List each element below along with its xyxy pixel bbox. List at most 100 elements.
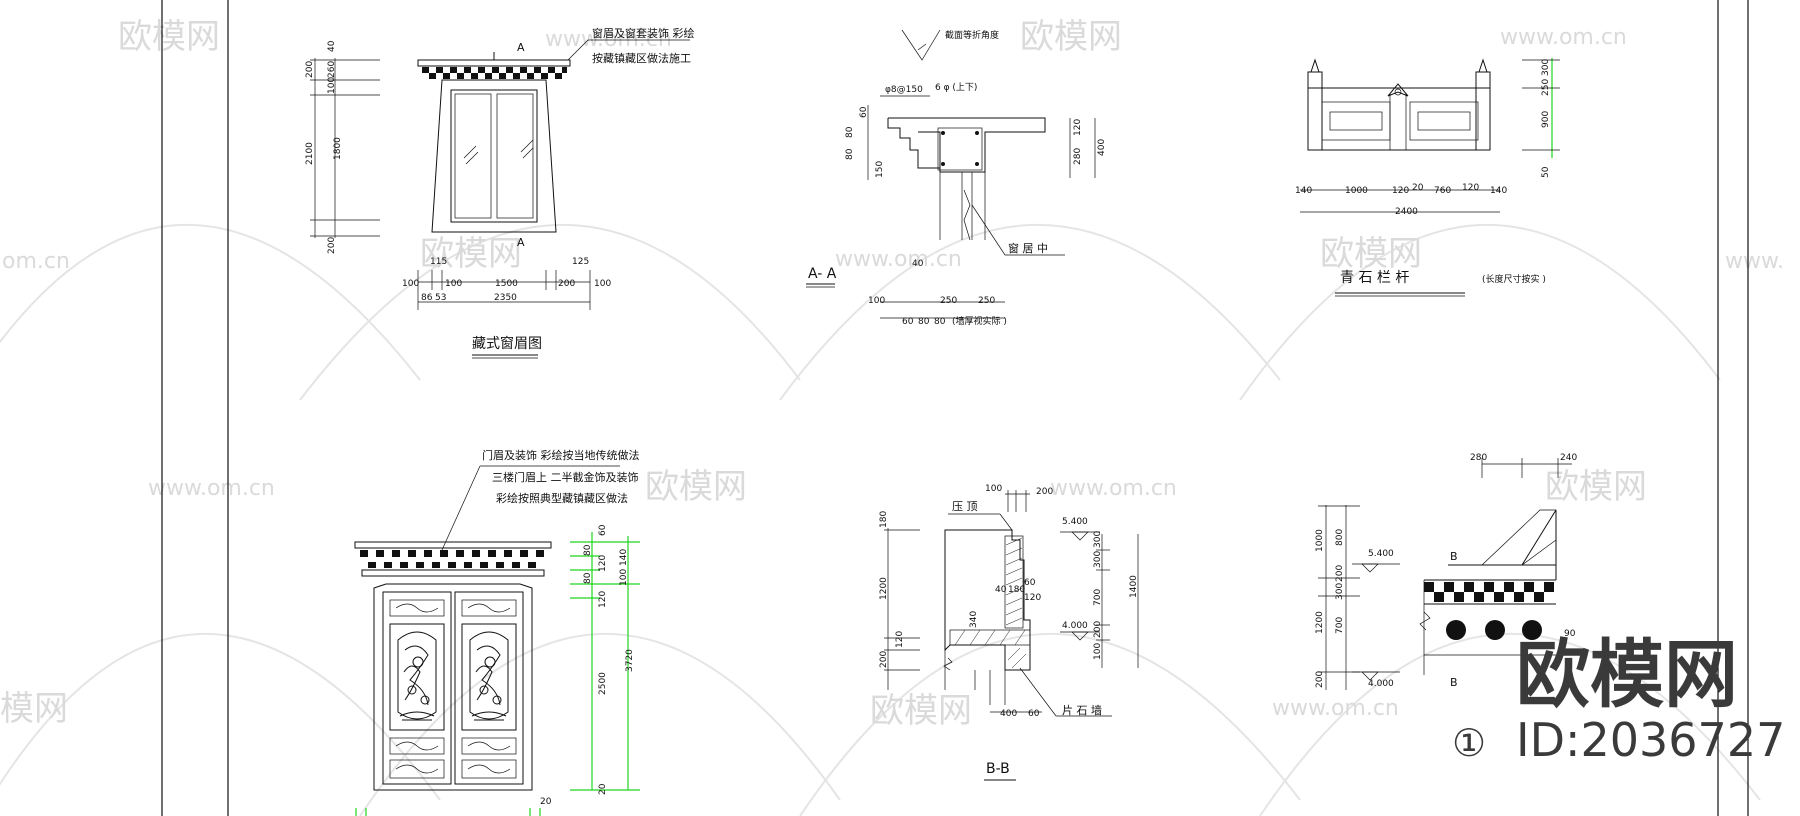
door-dimension-lines: [355, 532, 640, 816]
window-dim-left-4: 100: [327, 77, 337, 94]
section-aa-dim-row2-1: 60: [902, 317, 914, 327]
section-bb-level-1: 5.400: [1062, 517, 1088, 527]
door-carving-right: [469, 631, 509, 721]
window-dim-bottom-3: 100: [445, 279, 462, 289]
door-dim-bottom-1: 20: [540, 797, 552, 807]
railing-dim-bottom-3: 120: [1392, 186, 1409, 196]
door-dim-9: 3720: [625, 649, 635, 672]
watermark-site-3: www.om.cn: [835, 247, 962, 272]
window-dim-bottom-2: 100: [402, 279, 419, 289]
railing-dim-right-4: 50: [1541, 166, 1551, 178]
section-aa-rebar-1: φ8@150: [885, 85, 923, 95]
eave-mark-b-top: B: [1450, 550, 1458, 563]
watermark-brand-5: 欧模网: [645, 467, 747, 507]
window-frame: [431, 79, 557, 233]
watermark-brand-6: 欧模网: [1545, 467, 1647, 507]
eave-dim-left-2: 800: [1335, 529, 1345, 546]
section-aa-wall-note: (墙厚视实际 ): [952, 315, 1007, 327]
watermark-site-right: www.: [1725, 249, 1784, 274]
eave-dim-left-1: 1000: [1315, 529, 1325, 552]
section-bb-dim-right-1: 300: [1093, 531, 1103, 548]
railing-dim-bottom-2: 1000: [1345, 186, 1368, 196]
watermark-site-1: www.om.cn: [545, 27, 672, 52]
window-dim-left-6: 2100: [305, 142, 315, 165]
section-aa-panel: 截面等折角度 φ8@150 6 φ (上下) 60 80 80 150 120 …: [806, 29, 1107, 327]
eave-level-2: 4.000: [1368, 679, 1394, 689]
door-note-line2: 三楼门眉上 二半截金饰及装饰: [492, 470, 639, 484]
window-dim-row2-1: 86: [421, 293, 433, 303]
railing-dim-total: 2400: [1395, 207, 1418, 217]
beam-end-1: [1446, 620, 1466, 640]
door-dim-5: 80: [583, 572, 593, 584]
window-elevation-panel: A A 窗眉及窗套装饰 彩绘 按藏镇藏区做法施工 40 200 260 100 …: [305, 26, 695, 359]
section-aa-dim-right-2: 280: [1073, 148, 1083, 165]
section-bb-dim-top-1: 100: [985, 484, 1002, 494]
section-aa-dim-left-2: 80: [845, 126, 855, 138]
eave-level-1: 5.400: [1368, 549, 1394, 559]
section-bb-dim-left-1: 180: [879, 511, 889, 528]
section-bb-dim-right-2: 300: [1093, 551, 1103, 568]
section-bb-inner-3: 120: [1024, 593, 1041, 603]
railing-dim-bottom-7: 140: [1490, 186, 1507, 196]
sheet-frame: [161, 0, 1749, 816]
section-aa-dim-bottom-2: 250: [940, 296, 957, 306]
window-dim-left-5: 1800: [333, 137, 343, 160]
door-elevation-panel: 门眉及装饰 彩绘按当地传统做法 三楼门眉上 二半截金饰及装饰 彩绘按照典型藏镇藏…: [354, 448, 640, 816]
watermark-site-6: www.om.cn: [1272, 696, 1399, 721]
eave-dim-right: 90: [1564, 629, 1576, 639]
section-bb-dim-left-4: 200: [879, 651, 889, 668]
section-aa-dim-bottom-3: 250: [978, 296, 995, 306]
door-note-line1: 门眉及装饰 彩绘按当地传统做法: [482, 448, 640, 462]
door-dim-4: 140: [619, 549, 629, 566]
watermark-site-4: www.om.cn: [148, 476, 275, 501]
section-bb-inner-4: 60: [1024, 578, 1036, 588]
window-dim-left-1: 40: [327, 40, 337, 52]
section-aa-rebar-2: 6 φ (上下): [935, 82, 977, 93]
window-section-mark-bottom: A: [517, 236, 525, 249]
section-bb-dim-left-2: 1200: [879, 577, 889, 600]
window-cornice-checker: [422, 67, 567, 79]
eave-dim-top-1: 280: [1470, 453, 1487, 463]
window-dim-left-2: 200: [305, 61, 315, 78]
eave-dim-left-3: 200: [1335, 565, 1345, 582]
window-dim-total: 2350: [494, 293, 517, 303]
watermark-brand-4: 欧模网: [1320, 234, 1422, 274]
section-aa-dim-right-1: 120: [1073, 119, 1083, 136]
railing-dim-bottom-6: 120: [1462, 183, 1479, 193]
watermark-brand-1: 欧模网: [118, 17, 220, 57]
window-dim-bottom-6: 125: [572, 257, 589, 267]
door-dim-8: 2500: [598, 672, 608, 695]
railing-caption-note: (长度尺寸按实 ): [1482, 273, 1546, 285]
eave-section-panel: 280 240 B B 90 5.400: [1315, 453, 1577, 690]
section-bb-dim-right-6: 100: [1093, 643, 1103, 660]
door-cornice-checker: [360, 550, 544, 568]
watermark-brand-7: 欧模网: [870, 691, 972, 731]
door-carving-left: [397, 631, 437, 721]
window-dim-bottom-7: 100: [594, 279, 611, 289]
section-aa-caption: A- A: [808, 266, 837, 282]
window-dim-bottom-5: 200: [558, 279, 575, 289]
section-bb-dim-right-4: 200: [1093, 621, 1103, 638]
railing-panel: 300 250 900 50 140 1000 120 20 760 120 1…: [1295, 58, 1560, 297]
railing-dim-right-3: 900: [1541, 111, 1551, 128]
window-dim-row2-2: 53: [435, 293, 446, 303]
watermark-brand-2: 欧模网: [1020, 17, 1122, 57]
section-aa-dim-row2-2: 80: [918, 317, 930, 327]
watermark-brand-left: 模网: [0, 689, 68, 729]
door-dim-2: 80: [583, 544, 593, 556]
railing-dim-bottom-1: 140: [1295, 186, 1312, 196]
watermark-site-5: www.om.cn: [1050, 476, 1177, 501]
beam-end-3: [1522, 620, 1542, 640]
door-frame: [373, 583, 533, 791]
section-bb-dim-bottom-2: 60: [1028, 709, 1040, 719]
window-dim-bottom-4: 1500: [495, 279, 518, 289]
section-bb-pointer-label: 片 石 墙: [1062, 703, 1102, 717]
brand-logo-text: 欧模网: [1516, 632, 1738, 718]
door-dim-1: 60: [598, 524, 608, 536]
railing-caption: 青 石 栏 杆: [1340, 270, 1409, 286]
section-aa-top-note: 截面等折角度: [945, 29, 999, 41]
section-aa-dim-right-3: 400: [1097, 139, 1107, 156]
window-caption: 藏式窗眉图: [472, 335, 542, 352]
eave-mark-b-bottom: B: [1450, 676, 1458, 689]
